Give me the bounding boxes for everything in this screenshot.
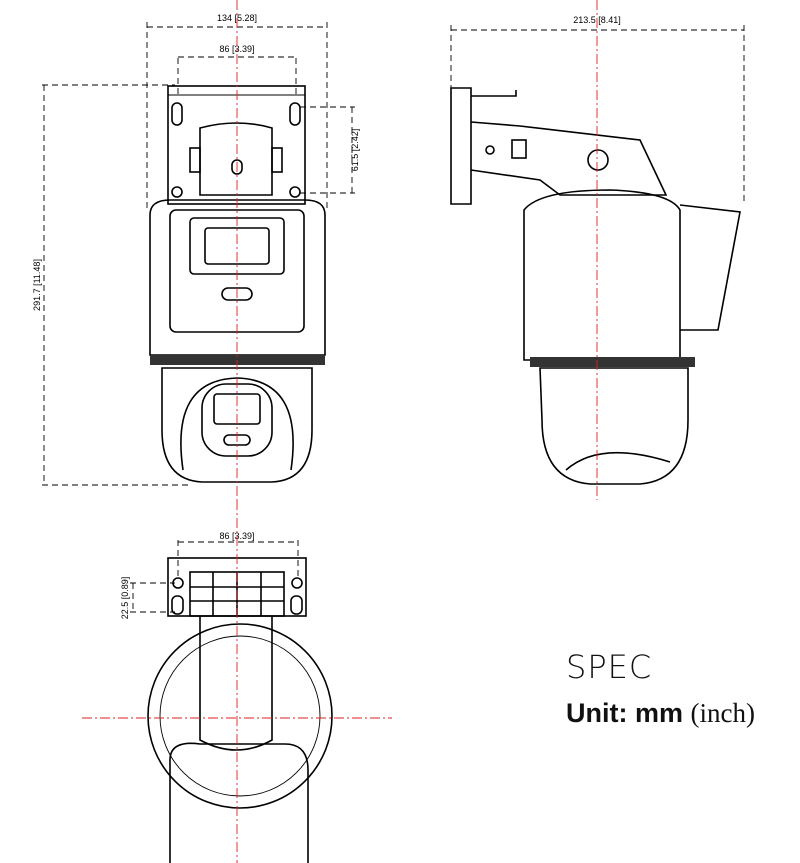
unit-prefix: Unit: mm: [566, 698, 683, 728]
unit-label: Unit: mm (inch): [566, 698, 755, 729]
side-view: 213.5 [8.41]: [450, 15, 745, 485]
bottom-hole-spacing-dimension: 22.5 [0.89]: [120, 577, 130, 620]
front-view: 134 [5.28] 86 [3.39] 61.5 [2.42] 291.7 […: [32, 13, 360, 486]
unit-suffix: (inch): [690, 698, 755, 728]
bottom-view: 86 [3.39] 22.5 [0.89]: [82, 500, 392, 863]
spec-title: SPEC: [566, 648, 653, 686]
hole-spacing-dimension: 61.5 [2.42]: [350, 129, 360, 172]
height-dimension: 291.7 [11.48]: [32, 259, 42, 311]
